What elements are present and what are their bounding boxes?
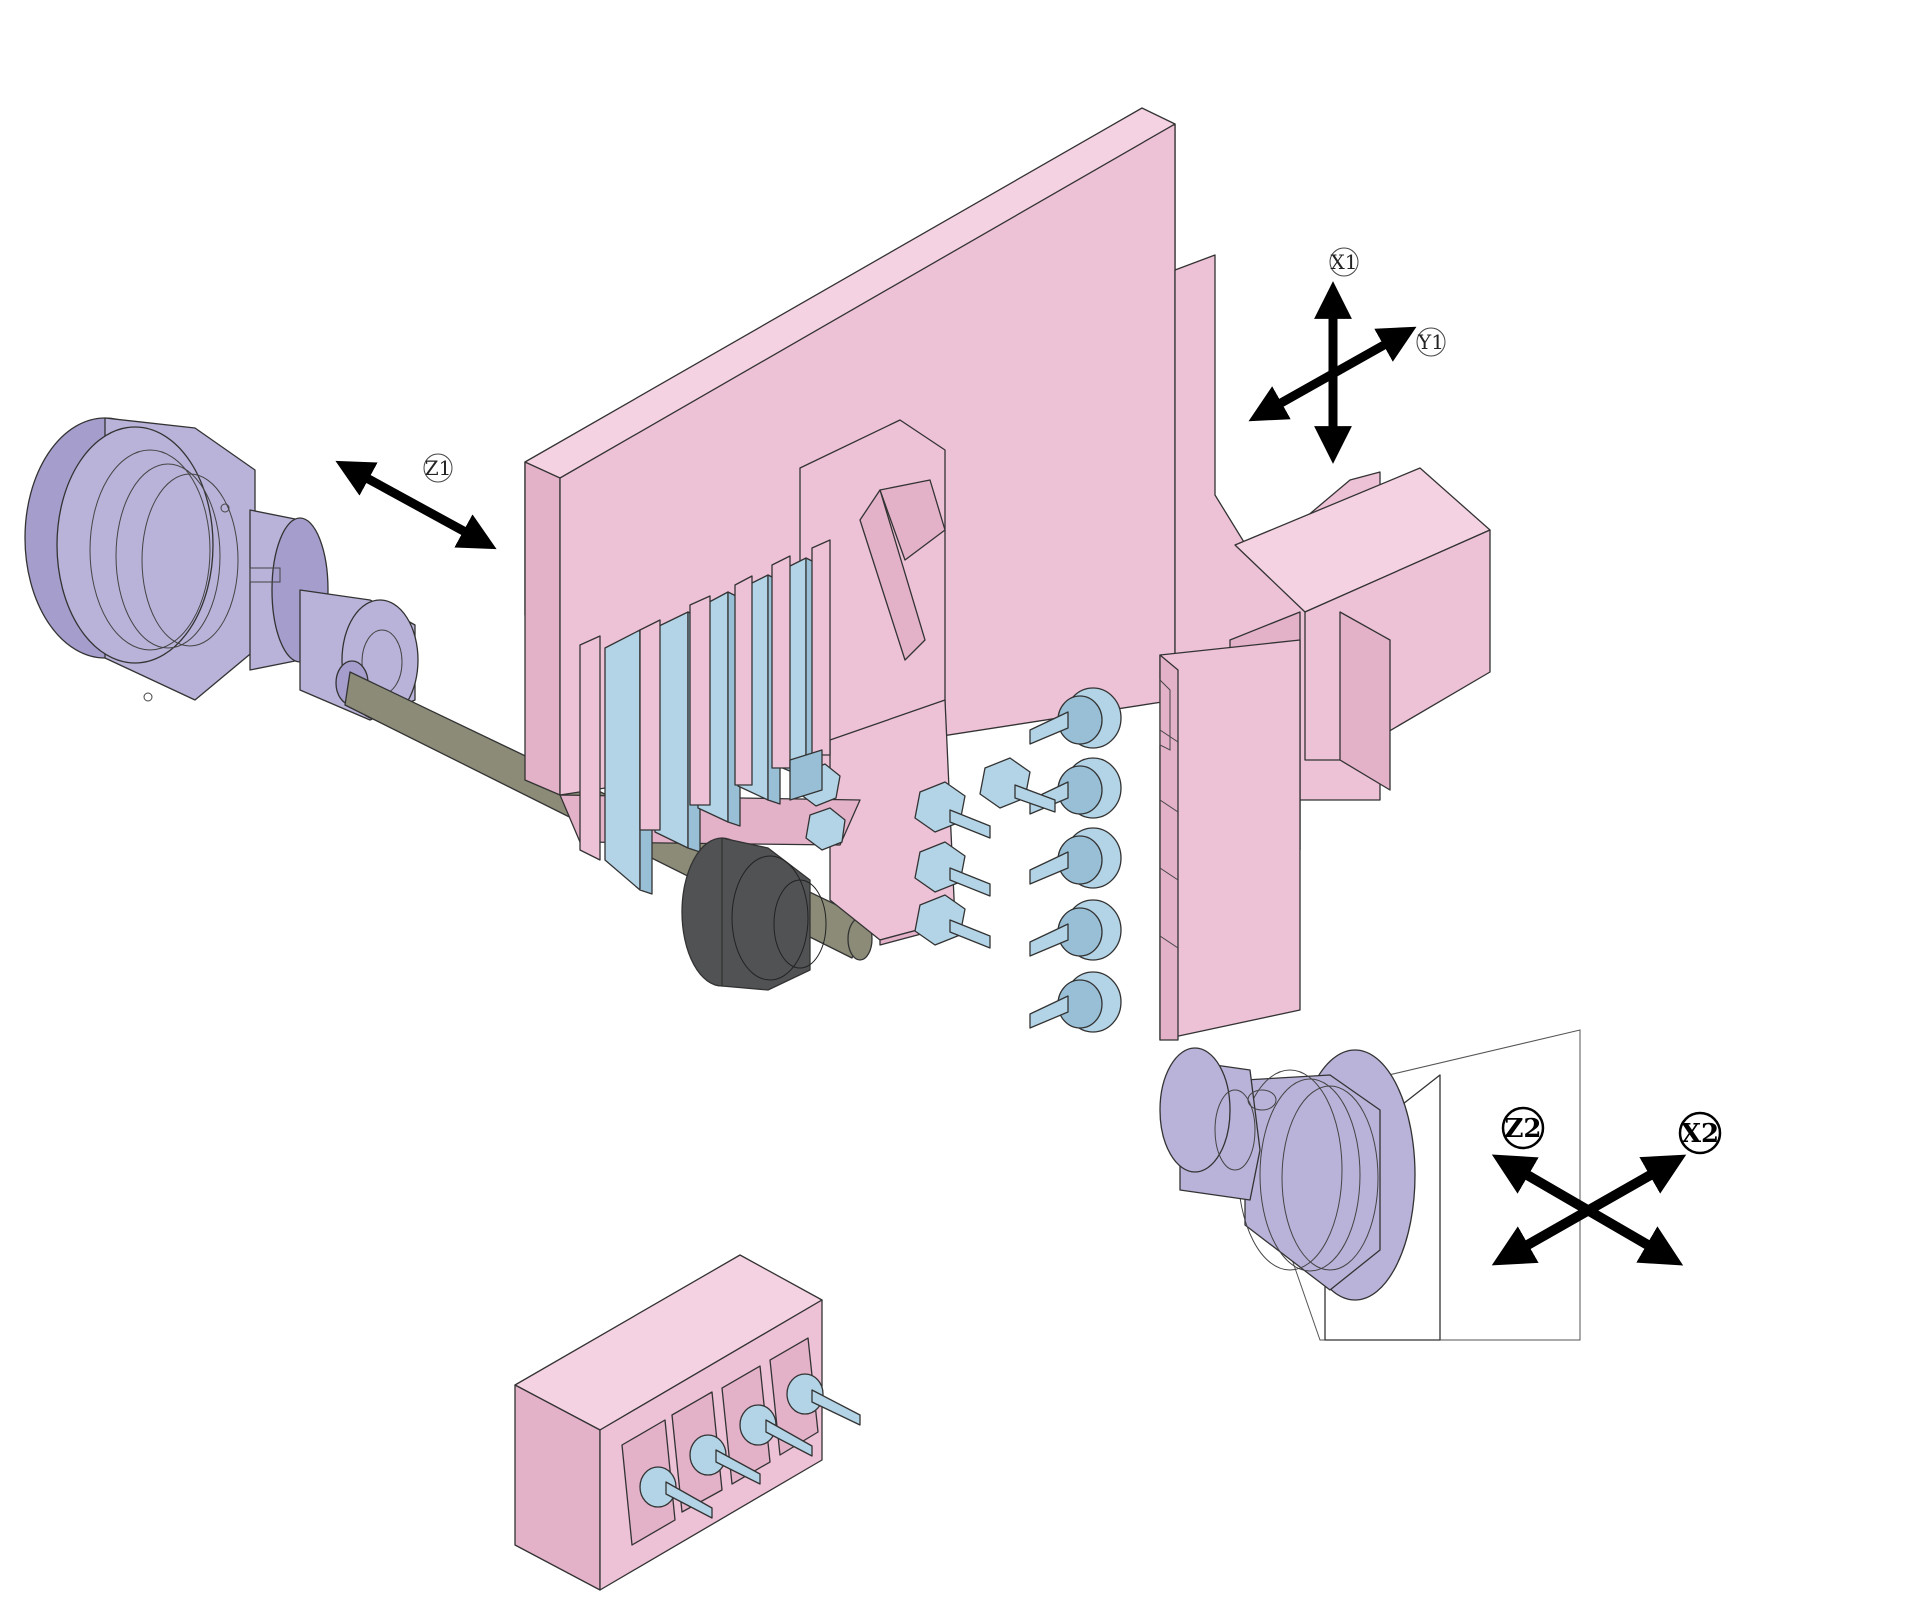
cross-tool-4: [914, 894, 991, 949]
turret-tool-3: [1029, 827, 1122, 889]
gang-tool-holders: [579, 539, 831, 895]
cross-drill-tools: [789, 749, 1056, 949]
cross-tool-5: [789, 749, 846, 851]
turret-tool-2: [1029, 757, 1122, 819]
x1-label: X1: [1331, 250, 1358, 274]
back-tool-block: [514, 1254, 861, 1591]
axis-z2-x2-arrows: Z2 X2: [1491, 1106, 1722, 1266]
guide-bush: [681, 837, 827, 991]
back-tool-3: [739, 1404, 813, 1457]
x2-label: X2: [1681, 1119, 1719, 1149]
z2-label: Z2: [1504, 1114, 1541, 1144]
turret-tool-5: [1029, 971, 1122, 1033]
back-tool-4: [786, 1373, 861, 1426]
turret-tool-1: [1029, 687, 1122, 749]
y1-label: Y1: [1417, 330, 1444, 354]
sub-spindle: [1159, 1029, 1581, 1341]
back-tool-2: [689, 1434, 761, 1485]
main-spindle: [24, 417, 419, 721]
axis-z1-arrow: Z1: [335, 453, 497, 550]
turret-tools: [1029, 687, 1122, 1033]
cross-tool-2: [914, 781, 991, 839]
cross-tool-1: [979, 757, 1056, 813]
x2-arrow: [1491, 1154, 1687, 1266]
axis-x1-y1-arrows: X1 Y1: [1248, 247, 1446, 464]
cross-tool-3: [914, 841, 991, 897]
turret-tool-4: [1029, 899, 1122, 961]
z1-label: Z1: [425, 456, 452, 480]
z1-arrow: [335, 460, 497, 550]
back-tool-1: [639, 1466, 713, 1519]
y1-arrow: [1248, 326, 1417, 422]
